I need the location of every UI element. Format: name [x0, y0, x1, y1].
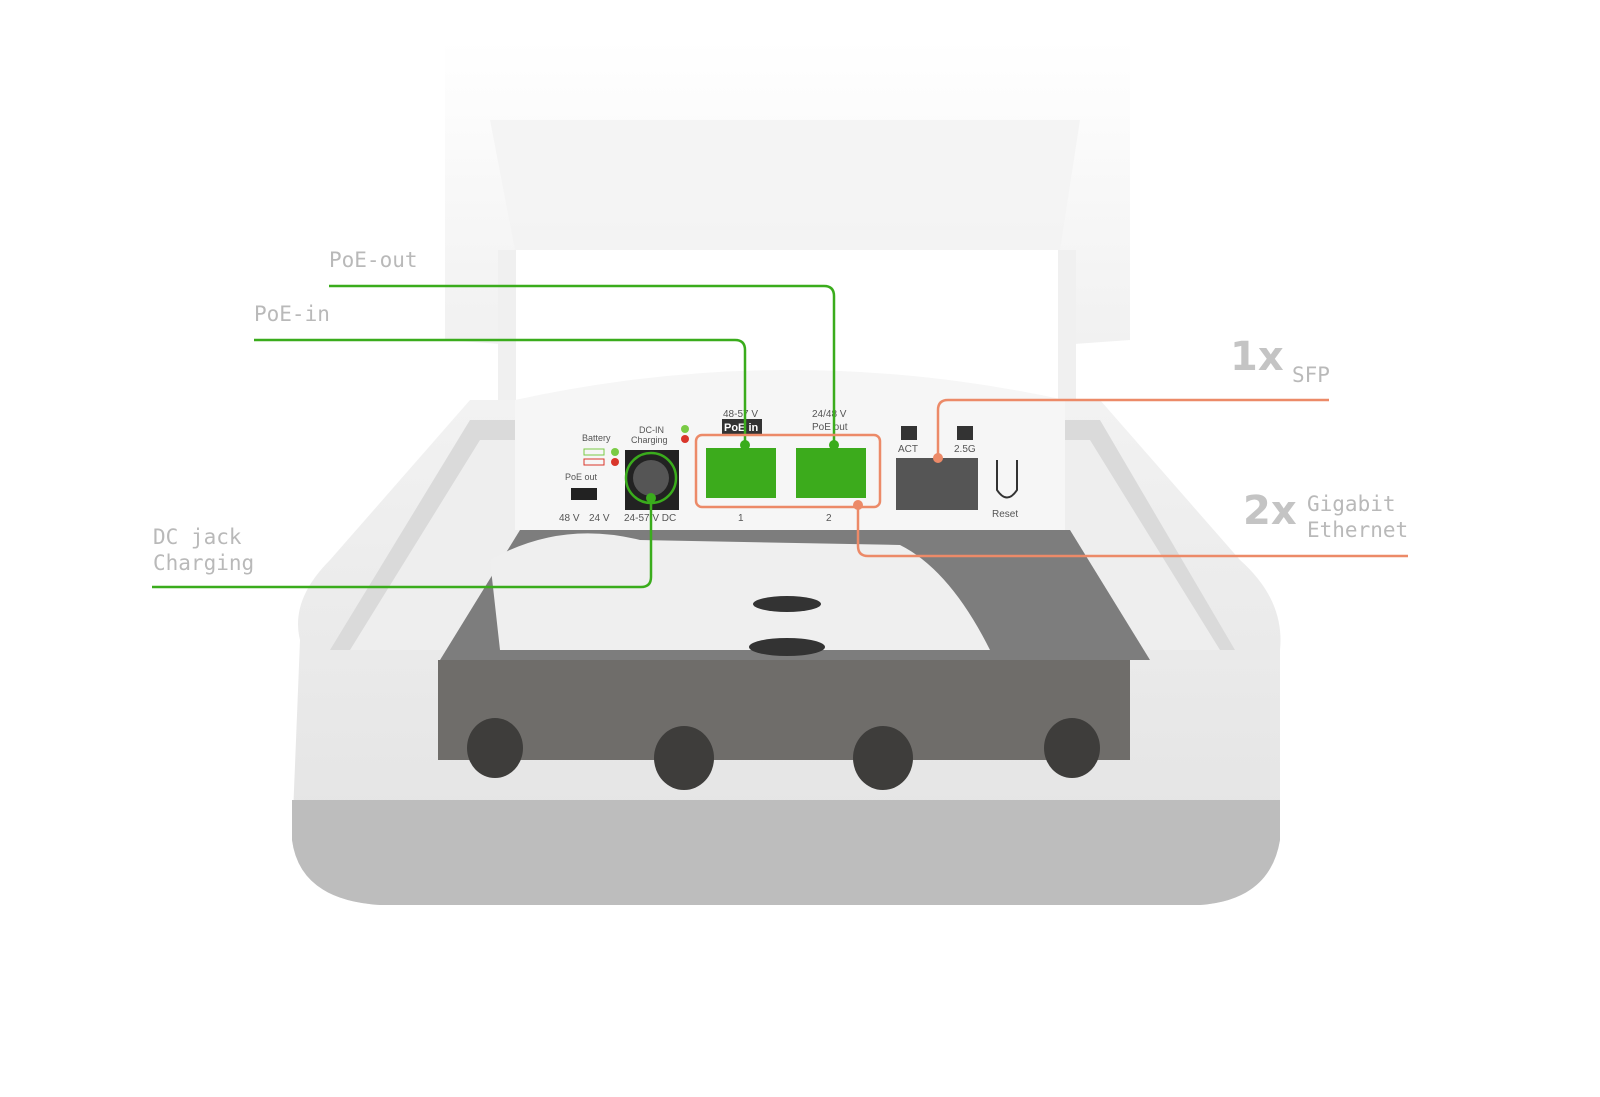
- sfp-leader: [936, 398, 1329, 458]
- poe-out-switch-label: PoE out: [565, 472, 598, 482]
- dc-jack-callout-line2: Charging: [153, 551, 255, 575]
- poe-out-leader: [329, 284, 836, 445]
- enclosure-body: [292, 370, 1281, 905]
- act-label: ACT: [898, 444, 918, 455]
- ethernet-count: 2x: [1243, 488, 1297, 534]
- reset-label: Reset: [992, 509, 1018, 520]
- charging-label: Charging: [631, 435, 668, 445]
- callout-dots: [646, 440, 943, 510]
- ethernet-highlight: [694, 433, 882, 509]
- poe-out-callout: PoE-out: [329, 248, 418, 272]
- port2-number: 2: [826, 513, 832, 524]
- poe-in-leader: [254, 338, 747, 445]
- dc-jack-leader: [152, 498, 653, 589]
- port1-voltage-label: 48-57 V: [723, 409, 758, 420]
- dc-jack-callout-line1: DC jack: [153, 525, 242, 549]
- ethernet-callout-line1: Gigabit: [1307, 492, 1396, 516]
- sfp-count: 1x: [1230, 334, 1284, 380]
- port1-mode-label: PoE in: [724, 422, 759, 434]
- battery-label: Battery: [582, 433, 611, 443]
- poe-in-callout: PoE-in: [254, 302, 330, 326]
- speed-label: 2.5G: [954, 444, 976, 455]
- 24v-label: 24 V: [589, 513, 610, 524]
- port1-number: 1: [738, 513, 744, 524]
- callout-lines: [152, 284, 1408, 589]
- 48v-label: 48 V: [559, 513, 580, 524]
- port2-mode-label: PoE out: [812, 422, 848, 433]
- port2-voltage-label: 24/48 V: [812, 409, 847, 420]
- sfp-callout: SFP: [1292, 363, 1330, 387]
- ethernet-leader: [856, 505, 1408, 558]
- ethernet-callout-line2: Ethernet: [1307, 518, 1409, 542]
- dc-in-label: DC-IN: [639, 425, 664, 435]
